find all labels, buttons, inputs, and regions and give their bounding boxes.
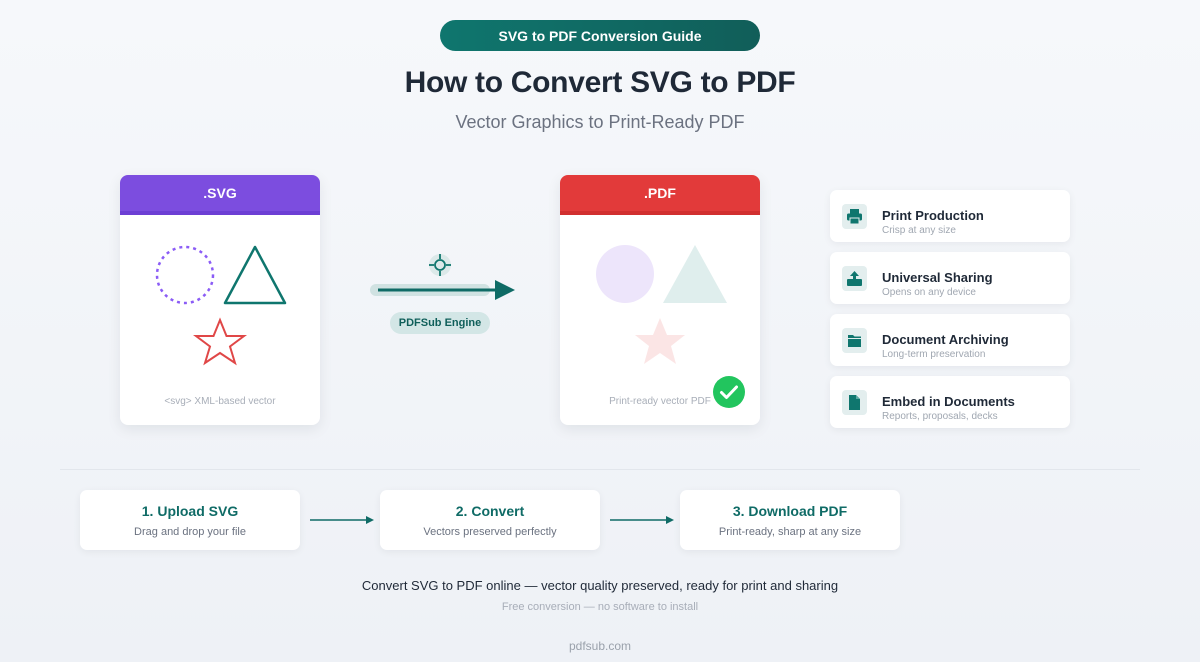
conversion-arrow — [370, 254, 515, 300]
use-case-title: Universal Sharing — [882, 270, 993, 285]
use-case-title: Document Archiving — [882, 332, 1009, 347]
tagline: Convert SVG to PDF online — vector quali… — [361, 578, 839, 593]
guide-badge: SVG to PDF Conversion Guide — [440, 20, 760, 51]
use-case-sharing: Universal Sharing Opens on any device — [830, 252, 1070, 304]
use-case-list: Print Production Crisp at any size Unive… — [830, 190, 1070, 438]
success-check-icon — [713, 376, 745, 408]
filled-shapes-illustration — [596, 245, 727, 364]
svg-file-card: .SVG <svg> XML-based vector — [120, 175, 320, 425]
engine-pill: PDFSub Engine — [390, 312, 490, 334]
step-subtitle: Vectors preserved perfectly — [423, 526, 557, 538]
use-case-archiving: Document Archiving Long-term preservatio… — [830, 314, 1070, 366]
arrow-head — [495, 280, 515, 300]
free-note: Free conversion — no software to install — [501, 601, 699, 613]
step-subtitle: Drag and drop your file — [134, 526, 246, 538]
step-download: 3. Download PDF Print-ready, sharp at an… — [680, 490, 900, 550]
dashed-circle-shape — [155, 245, 215, 305]
svg-card-header: .SVG — [120, 175, 320, 215]
use-case-title: Embed in Documents — [882, 394, 1015, 409]
pdf-file-card: .PDF Print-ready vector PDF — [560, 175, 760, 425]
crosshair-icon — [429, 254, 451, 276]
use-case-subtitle: Long-term preservation — [882, 349, 986, 360]
use-case-embed: Embed in Documents Reports, proposals, d… — [830, 376, 1070, 428]
filled-circle-shape — [596, 245, 654, 303]
step-upload: 1. Upload SVG Drag and drop your file — [80, 490, 300, 550]
step-arrow-right-icon — [610, 516, 674, 524]
use-case-title: Print Production — [882, 208, 984, 223]
svg-card-caption: <svg> XML-based vector — [164, 396, 276, 407]
document-icon — [842, 390, 867, 415]
pdf-card-caption: Print-ready vector PDF — [609, 396, 711, 407]
step-arrow-right-icon — [310, 516, 374, 524]
site-domain: pdfsub.com — [568, 639, 632, 653]
printer-icon — [842, 204, 867, 229]
filled-triangle-shape — [663, 245, 727, 303]
step-title: 3. Download PDF — [732, 503, 848, 519]
step-title: 1. Upload SVG — [141, 503, 239, 519]
page-title: How to Convert SVG to PDF — [404, 66, 796, 99]
pdf-card-header: .PDF — [560, 175, 760, 215]
filled-star-shape — [635, 318, 685, 364]
use-case-subtitle: Reports, proposals, decks — [882, 411, 998, 422]
use-case-subtitle: Opens on any device — [882, 287, 976, 298]
share-upload-icon — [842, 266, 867, 291]
step-subtitle: Print-ready, sharp at any size — [718, 526, 862, 538]
section-divider — [60, 469, 1140, 470]
use-case-print: Print Production Crisp at any size — [830, 190, 1070, 242]
archive-folder-icon — [842, 328, 867, 353]
star-shape — [193, 317, 247, 366]
vector-shapes-illustration — [155, 245, 287, 366]
step-convert: 2. Convert Vectors preserved perfectly — [380, 490, 600, 550]
use-case-subtitle: Crisp at any size — [882, 225, 956, 236]
page-subtitle: Vector Graphics to Print-Ready PDF — [455, 112, 745, 132]
triangle-shape — [223, 245, 287, 305]
step-title: 2. Convert — [455, 503, 525, 519]
